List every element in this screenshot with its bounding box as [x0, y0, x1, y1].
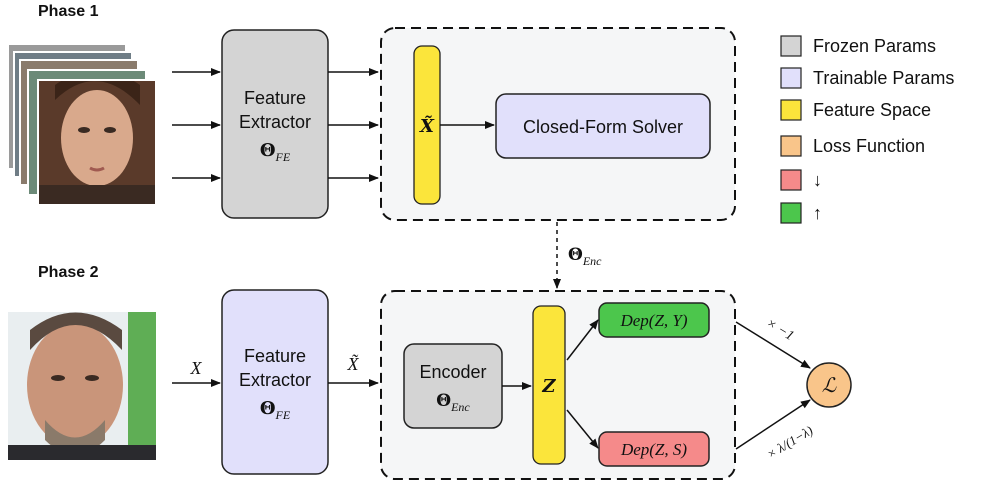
weight-bottom: × λ/(1−λ) [764, 423, 815, 462]
encoder-param: Θ [436, 391, 451, 411]
face-photo-stack-icon [7, 43, 157, 206]
embedding-symbol: Z [541, 376, 556, 397]
encoder-box: Encoder ΘEnc [403, 343, 503, 429]
legend-swatch-loss [780, 135, 802, 157]
legend: Frozen Params Trainable Params Feature S… [780, 35, 954, 224]
fe2-line1: Feature [244, 346, 306, 366]
feature-extractor-frozen: Feature Extractor ΘFE [221, 29, 329, 219]
legend-label-loss: Loss Function [813, 136, 925, 156]
arrow-to-dep-y [566, 319, 599, 361]
fe1-param-sub: FE [275, 150, 291, 164]
dep-y-label: Dep(Z, Y) [619, 311, 687, 330]
legend-swatch-decrease [780, 169, 802, 191]
loss-node [806, 362, 852, 408]
embedding-bar [532, 305, 566, 465]
phase1-title: Phase 1 [38, 3, 99, 20]
legend-label-frozen: Frozen Params [813, 36, 936, 56]
loss-symbol: ℒ [822, 375, 837, 397]
legend-swatch-feature [780, 99, 802, 121]
fe2-param-sub: FE [275, 408, 291, 422]
dep-s-box [598, 431, 710, 467]
face-photo-icon [8, 312, 156, 460]
closed-form-solver-box [495, 93, 711, 159]
fe2-param: Θ [260, 398, 276, 419]
closed-form-solver-label: Closed-Form Solver [523, 117, 683, 137]
fe2-line2: Extractor [239, 370, 311, 390]
svg-text:ΘFE: ΘFE [260, 140, 291, 164]
arrow-dep-s-to-loss [735, 399, 811, 450]
feature-extractor-trainable: Feature Extractor ΘFE [221, 289, 329, 475]
weight-top: × −1 [763, 316, 796, 344]
fe1-param: Θ [260, 140, 276, 161]
svg-text:ΘFE: ΘFE [260, 398, 291, 422]
dep-s-label: Dep(Z, S) [620, 440, 687, 459]
legend-swatch-trainable [780, 67, 802, 89]
arrow-dep-y-to-loss [735, 321, 811, 369]
feature-symbol: X̃ [419, 115, 435, 137]
fe1-line1: Feature [244, 88, 306, 108]
svg-text:ΘEnc: ΘEnc [436, 391, 470, 414]
legend-label-increase: ↑ [813, 203, 822, 223]
arrow-to-dep-s [566, 409, 599, 449]
dep-y-box [598, 302, 710, 338]
legend-swatch-increase [780, 202, 802, 224]
fe1-line2: Extractor [239, 112, 311, 132]
link-param: Θ [568, 245, 583, 265]
legend-swatch-frozen [780, 35, 802, 57]
svg-text:ΘEnc: ΘEnc [568, 245, 602, 268]
legend-label-feature: Feature Space [813, 100, 931, 120]
legend-label-decrease: ↓ [813, 170, 822, 190]
phase2-title: Phase 2 [38, 264, 99, 281]
extractor-output-label: X̃ [347, 354, 360, 374]
encoder-param-sub: Enc [450, 400, 470, 414]
input-label: X [190, 358, 203, 378]
legend-label-trainable: Trainable Params [813, 68, 954, 88]
encoder-label: Encoder [419, 362, 486, 382]
link-param-sub: Enc [582, 254, 602, 268]
